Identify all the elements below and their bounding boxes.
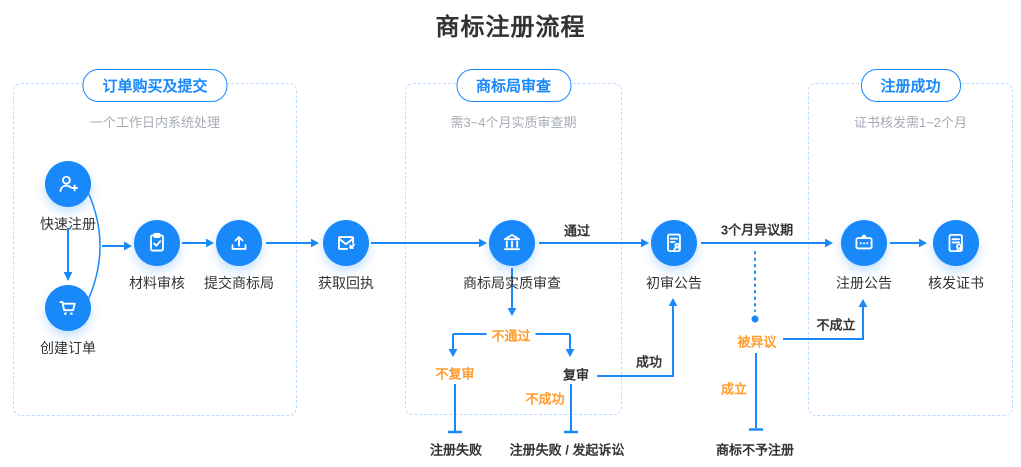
node-label: 核发证书 [928,275,984,291]
section-pill-registration-success: 注册成功 [860,69,961,102]
mail-receipt-icon [323,220,369,266]
arrow-review-success [597,298,678,377]
arrow-announce-to-certificate [890,238,927,248]
arrow-not-established [783,299,868,340]
arrow-receipt-to-review [371,238,487,248]
node-substantive-review: 商标局实质审查 [447,220,577,293]
node-create-order: 创建订单 [3,285,133,358]
section-subtitle-order-purchase: 一个工作日内系统处理 [89,115,220,130]
arrow-material-to-submit [182,238,214,248]
announcement-board-icon [841,220,887,266]
section-subtitle-registration-success: 证书核发需1~2个月 [853,115,968,130]
line-established-rejected [749,353,763,431]
arrow-to-review [565,334,575,357]
cart-icon [45,285,91,331]
document-user-icon [651,220,697,266]
section-registration-success: 注册成功 证书核发需1~2个月 [808,69,1013,416]
section-order-purchase: 订单购买及提交 一个工作日内系统处理 [13,69,297,416]
arrow-submit-to-receipt [266,238,319,248]
edge-label-fail: 不通过 [486,325,536,345]
arrow-pass [539,238,649,248]
node-submit-to-office: 提交商标局 [174,220,304,293]
section-subtitle-office-review: 需3~4个月实质审查期 [450,115,577,130]
clipboard-check-icon [134,220,180,266]
section-pill-order-purchase: 订单购买及提交 [82,69,228,102]
node-preliminary-announcement: 初审公告 [609,220,739,293]
edge-label-register-fail: 注册失败 [429,442,483,458]
certificate-icon [933,220,979,266]
node-get-receipt: 获取回执 [281,220,411,293]
arrow-to-no-review [448,334,458,357]
node-registration-announcement: 注册公告 [799,220,929,293]
node-label: 注册公告 [836,275,892,291]
line-no-review-to-fail [448,384,462,434]
arrow-quick-to-order [63,228,73,281]
edge-label-no-review: 不复审 [435,366,475,382]
node-label: 初审公告 [646,275,702,291]
arrow-objection-period [701,238,833,248]
node-label: 创建订单 [40,340,96,356]
node-issue-certificate: 核发证书 [891,220,1021,293]
user-add-icon [45,161,91,207]
bank-icon [489,220,535,266]
edge-label-success: 成功 [635,354,663,370]
upload-icon [216,220,262,266]
node-label: 提交商标局 [204,275,274,291]
edge-label-review: 复审 [562,367,590,383]
edge-label-objected: 被异议 [737,334,777,350]
line-review-unsuccessful [564,384,578,434]
section-pill-office-review: 商标局审查 [455,69,572,102]
arrow-merge-to-material [102,241,132,251]
edge-label-pass: 通过 [563,223,591,239]
section-office-review: 商标局审查 需3~4个月实质审查期 [405,69,622,415]
node-label: 快速注册 [40,216,96,232]
edge-label-unsuccessful: 不成功 [525,391,565,407]
edge-label-established: 成立 [720,381,748,397]
node-label: 商标局实质审查 [463,275,561,291]
dotted-objection-drop [751,251,759,323]
edge-label-trademark-rejected: 商标不予注册 [715,442,795,458]
page-title: 商标注册流程 [435,14,586,41]
edge-label-objection-period: 3个月异议期 [720,222,794,238]
node-material-review: 材料审核 [92,220,222,293]
edge-label-register-fail-lawsuit: 注册失败 / 发起诉讼 [509,442,625,458]
edge-label-not-established: 不成立 [816,317,856,333]
node-quick-register: 快速注册 [3,161,133,234]
merge-arc [87,191,101,301]
arrow-fail-down [507,268,517,316]
node-label: 获取回执 [318,275,374,291]
node-label: 材料审核 [129,275,185,291]
